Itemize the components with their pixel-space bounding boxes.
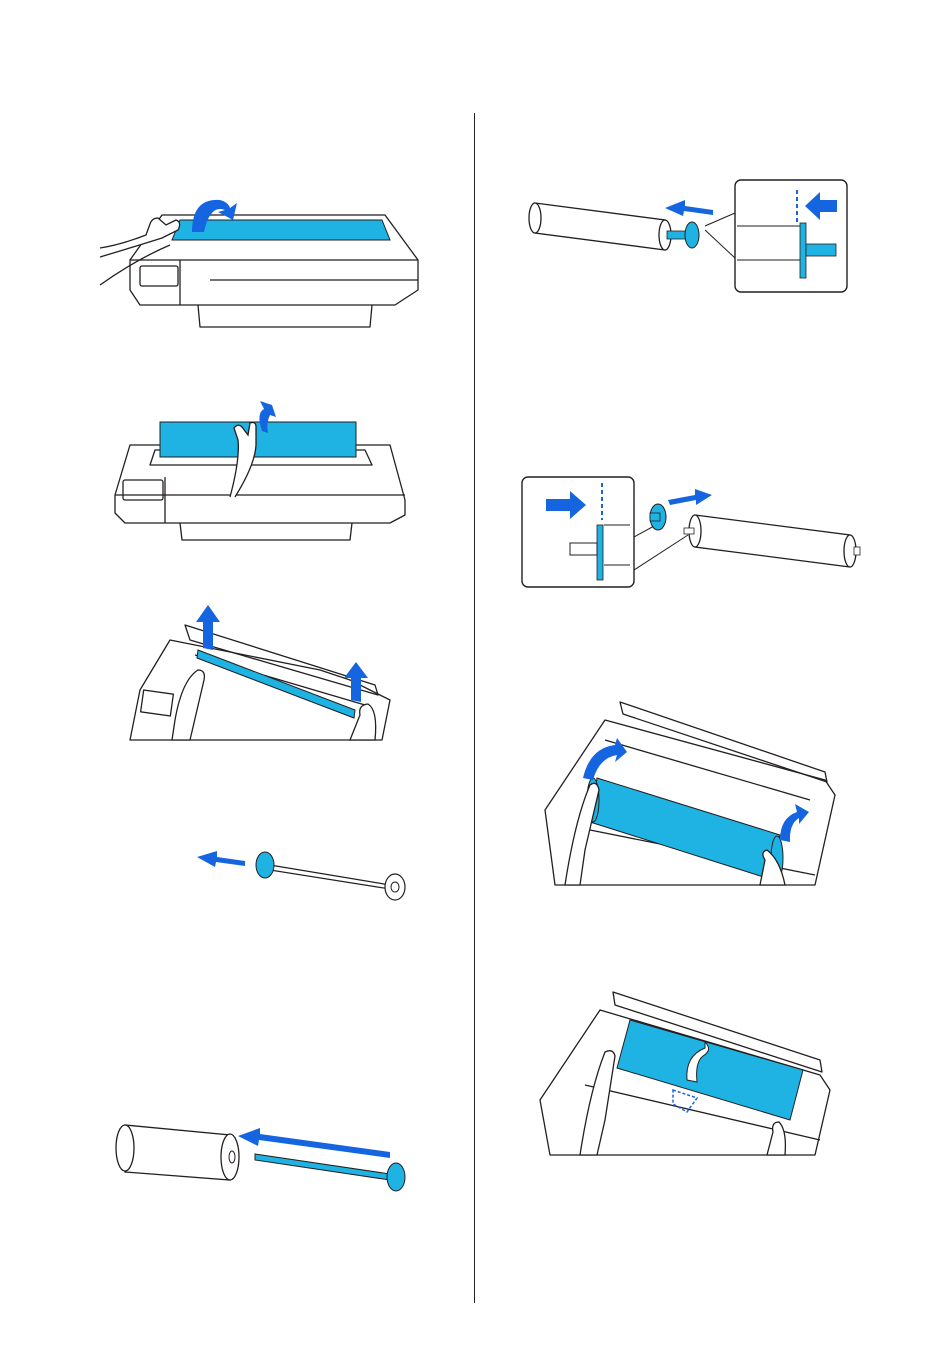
printer-open-cover-icon (100, 190, 430, 340)
figure-open-roll-cover (100, 190, 430, 340)
flange-attach-icon (525, 178, 855, 298)
column-divider (474, 113, 475, 1303)
figure-attach-flange-left (525, 178, 855, 298)
figure-insert-spindle (110, 1120, 420, 1195)
printer-lift-cover-icon (110, 405, 410, 545)
figure-attach-flange-right (520, 475, 865, 590)
paper-feed-icon (535, 990, 845, 1160)
figure-remove-flange (195, 845, 415, 910)
spindle-insert-icon (110, 1120, 420, 1195)
figure-lift-cover (110, 405, 410, 545)
figure-raise-spindle (120, 600, 390, 740)
roll-load-icon (535, 700, 845, 890)
figure-load-roll (535, 700, 845, 890)
spindle-lift-icon (120, 600, 390, 740)
figure-feed-paper (535, 990, 845, 1160)
flange-attach-2-icon (520, 475, 865, 590)
spindle-flange-remove-icon (195, 845, 415, 910)
